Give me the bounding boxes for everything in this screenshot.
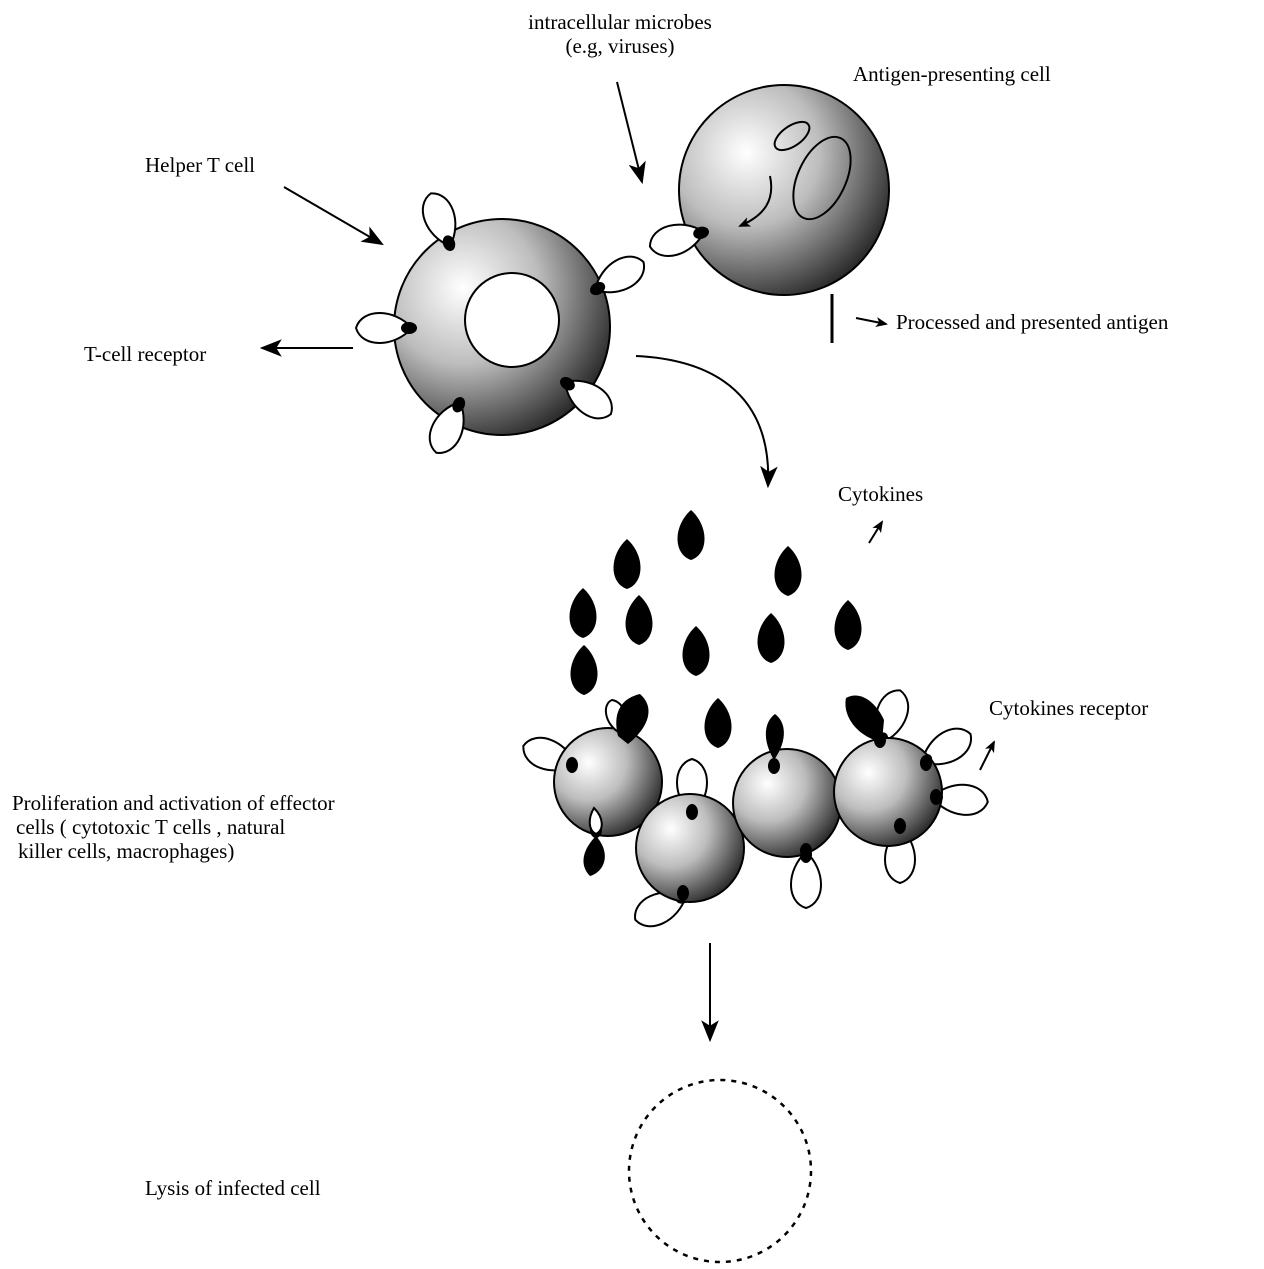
effector-label-line2: cells ( cytotoxic T cells , natural	[12, 815, 335, 839]
antigen-presenting-cell	[679, 85, 889, 295]
cytokine-6	[835, 600, 862, 650]
cytokines-receptor-label: Cytokines receptor	[989, 696, 1148, 720]
apc-label: Antigen-presenting cell	[853, 62, 1051, 86]
cytokine-5	[626, 595, 653, 645]
cytokines-label: Cytokines	[838, 482, 923, 506]
effector-cells	[518, 685, 989, 933]
tcr-label: T-cell receptor	[84, 342, 206, 366]
cytokines-label-arrow	[869, 522, 882, 543]
bound-receptor-3	[845, 695, 884, 742]
microbes-arrow	[617, 82, 642, 182]
cytokine-release-arrow	[636, 356, 768, 486]
processed-antigen-label: Processed and presented antigen	[896, 310, 1168, 334]
cytokine-2	[614, 539, 641, 589]
effector-label-line1: Proliferation and activation of effector	[12, 791, 335, 815]
cytokine-1	[678, 510, 705, 560]
cytokine-10	[705, 698, 732, 748]
effector-label: Proliferation and activation of effector…	[12, 791, 335, 863]
effector-label-line3: killer cells, macrophages)	[12, 839, 335, 863]
cytokine-3	[775, 546, 802, 596]
helper-t-arrow	[284, 187, 382, 244]
cytokine-4	[570, 588, 597, 638]
antigen-label-arrow	[856, 318, 886, 324]
helper-t-label: Helper T cell	[145, 153, 255, 177]
microbes-label-line1: intracellular microbes	[470, 10, 770, 34]
lysis-label: Lysis of infected cell	[145, 1176, 321, 1200]
cytokine-7	[758, 613, 785, 663]
microbes-label-line2: (e.g, viruses)	[470, 34, 770, 58]
cytokines-receptor-label-arrow	[980, 742, 994, 770]
cytokine-8	[683, 626, 710, 676]
cytokine-9	[571, 645, 598, 695]
microbes-label: intracellular microbes (e.g, viruses)	[470, 10, 770, 58]
infected-cell-lysed	[629, 1080, 811, 1262]
